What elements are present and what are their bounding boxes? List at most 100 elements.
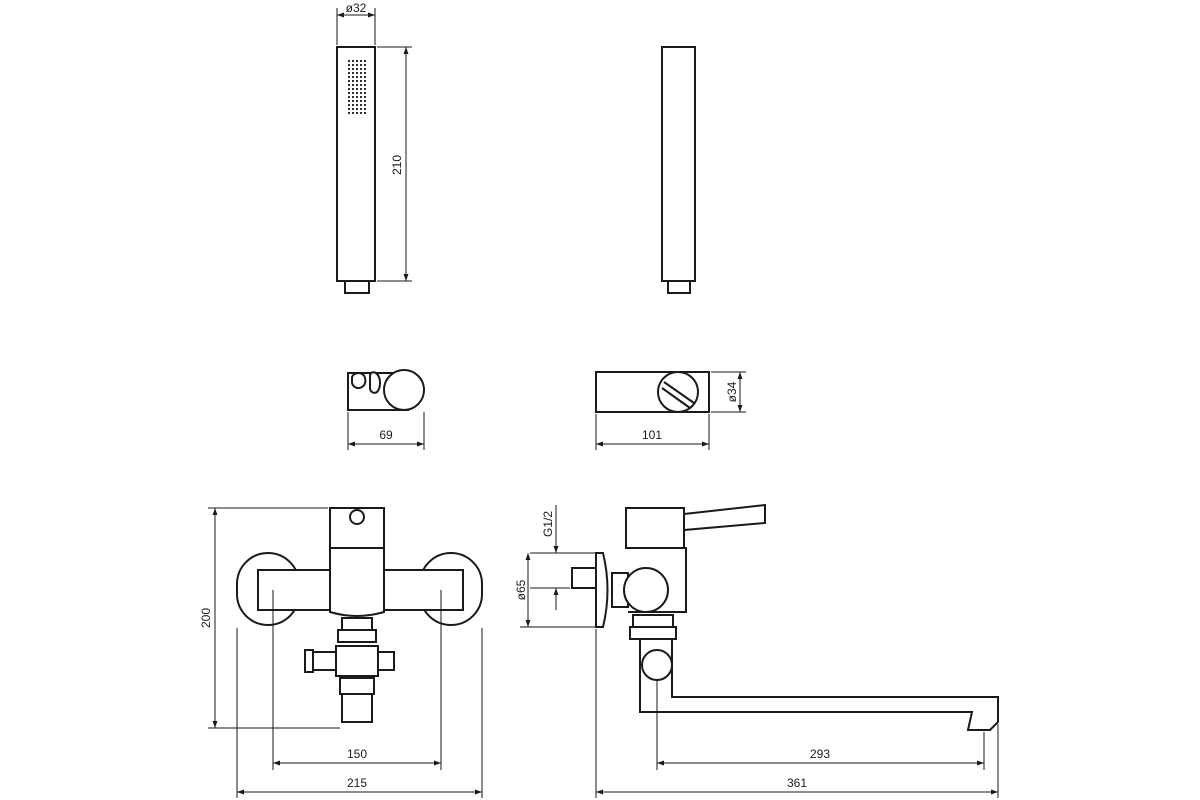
dim-hand-shower-length: 210 xyxy=(390,155,404,175)
hand-shower-front-view xyxy=(336,46,376,294)
nozzle-dot xyxy=(363,67,367,71)
nozzle-dot xyxy=(347,83,351,87)
mixer-height-dimension: 200 xyxy=(199,507,340,729)
nozzle-dot xyxy=(351,79,355,83)
nozzle-dot xyxy=(359,111,363,115)
nozzle-dot xyxy=(355,63,359,67)
nozzle-dot xyxy=(351,95,355,99)
dim-hand-shower-diameter: ø32 xyxy=(346,1,367,15)
holder-diameter-dimension: ø34 xyxy=(711,371,746,413)
nozzle-dot xyxy=(363,87,367,91)
flange-diameter-dimension: ø65 xyxy=(514,553,598,628)
dim-mixer-height: 200 xyxy=(199,608,213,628)
nozzle-dot xyxy=(351,71,355,75)
nozzle-dot xyxy=(347,59,351,63)
nozzle-dot xyxy=(359,91,363,95)
nozzle-dot xyxy=(351,59,355,63)
nozzle-dot xyxy=(355,67,359,71)
nozzle-dot xyxy=(351,87,355,91)
mixer-width-dimension: 215 xyxy=(236,628,483,798)
nozzle-dot xyxy=(363,79,367,83)
nozzle-dot xyxy=(347,87,351,91)
nozzle-dot xyxy=(363,95,367,99)
nozzle-dot xyxy=(351,63,355,67)
hand-shower-length-dimension: 210 xyxy=(377,46,412,282)
nozzle-dot xyxy=(351,83,355,87)
nozzle-dot xyxy=(355,75,359,79)
nozzle-dot xyxy=(363,83,367,87)
dim-holder-diameter: ø34 xyxy=(725,381,739,402)
hand-shower-side-view xyxy=(661,46,696,294)
nozzle-dot xyxy=(359,95,363,99)
nozzle-dot xyxy=(347,71,351,75)
nozzle-dot xyxy=(359,71,363,75)
nozzle-dot xyxy=(347,79,351,83)
nozzle-dot xyxy=(347,67,351,71)
hand-shower-diameter-dimension: ø32 xyxy=(336,1,376,45)
nozzle-dot xyxy=(347,91,351,95)
nozzle-dot xyxy=(347,99,351,103)
nozzle-dot xyxy=(347,111,351,115)
holder-width-dimension: 69 xyxy=(347,412,425,450)
nozzle-dot xyxy=(359,83,363,87)
dim-flange-diameter: ø65 xyxy=(514,579,528,600)
dim-mixer-width: 215 xyxy=(347,776,367,790)
nozzle-dot xyxy=(363,63,367,67)
nozzle-dot xyxy=(355,59,359,63)
nozzle-dot xyxy=(355,111,359,115)
nozzle-dot xyxy=(363,111,367,115)
mixer-front-view xyxy=(236,507,483,723)
nozzle-dot xyxy=(355,91,359,95)
nozzle-dot xyxy=(351,107,355,111)
nozzle-dot xyxy=(359,107,363,111)
shower-nozzle-grid xyxy=(347,59,367,115)
wall-holder-side-view xyxy=(595,371,710,413)
dim-thread: G1/2 xyxy=(541,511,555,537)
nozzle-dot xyxy=(347,63,351,67)
dim-overall-depth: 361 xyxy=(787,776,807,790)
nozzle-dot xyxy=(359,67,363,71)
nozzle-dot xyxy=(355,107,359,111)
nozzle-dot xyxy=(347,107,351,111)
nozzle-dot xyxy=(355,103,359,107)
nozzle-dot xyxy=(363,91,367,95)
nozzle-dot xyxy=(363,71,367,75)
wall-holder-front-view xyxy=(347,369,425,411)
nozzle-dot xyxy=(347,95,351,99)
nozzle-dot xyxy=(347,75,351,79)
thread-dimension: G1/2 xyxy=(530,505,598,610)
nozzle-dot xyxy=(351,111,355,115)
nozzle-dot xyxy=(351,75,355,79)
holder-length-dimension: 101 xyxy=(595,414,710,450)
connection-spacing-dimension: 150 xyxy=(272,590,442,770)
nozzle-dot xyxy=(355,95,359,99)
spout-reach-dimension: 293 xyxy=(656,680,985,770)
nozzle-dot xyxy=(355,83,359,87)
nozzle-dot xyxy=(359,103,363,107)
nozzle-dot xyxy=(359,87,363,91)
nozzle-dot xyxy=(359,63,363,67)
nozzle-dot xyxy=(363,107,367,111)
nozzle-dot xyxy=(355,87,359,91)
nozzle-dot xyxy=(363,59,367,63)
nozzle-dot xyxy=(355,79,359,83)
nozzle-dot xyxy=(359,99,363,103)
dim-holder-length: 101 xyxy=(642,428,662,442)
dim-holder-width: 69 xyxy=(379,428,393,442)
nozzle-dot xyxy=(359,75,363,79)
nozzle-dot xyxy=(355,99,359,103)
nozzle-dot xyxy=(351,67,355,71)
nozzle-dot xyxy=(347,103,351,107)
nozzle-dot xyxy=(359,59,363,63)
nozzle-dot xyxy=(355,71,359,75)
nozzle-dot xyxy=(351,91,355,95)
dim-connection-spacing: 150 xyxy=(347,747,367,761)
dim-spout-reach: 293 xyxy=(810,747,830,761)
nozzle-dot xyxy=(363,75,367,79)
mixer-side-view xyxy=(571,503,999,731)
overall-depth-dimension: 361 xyxy=(595,629,999,798)
nozzle-dot xyxy=(363,103,367,107)
nozzle-dot xyxy=(351,103,355,107)
nozzle-dot xyxy=(359,79,363,83)
